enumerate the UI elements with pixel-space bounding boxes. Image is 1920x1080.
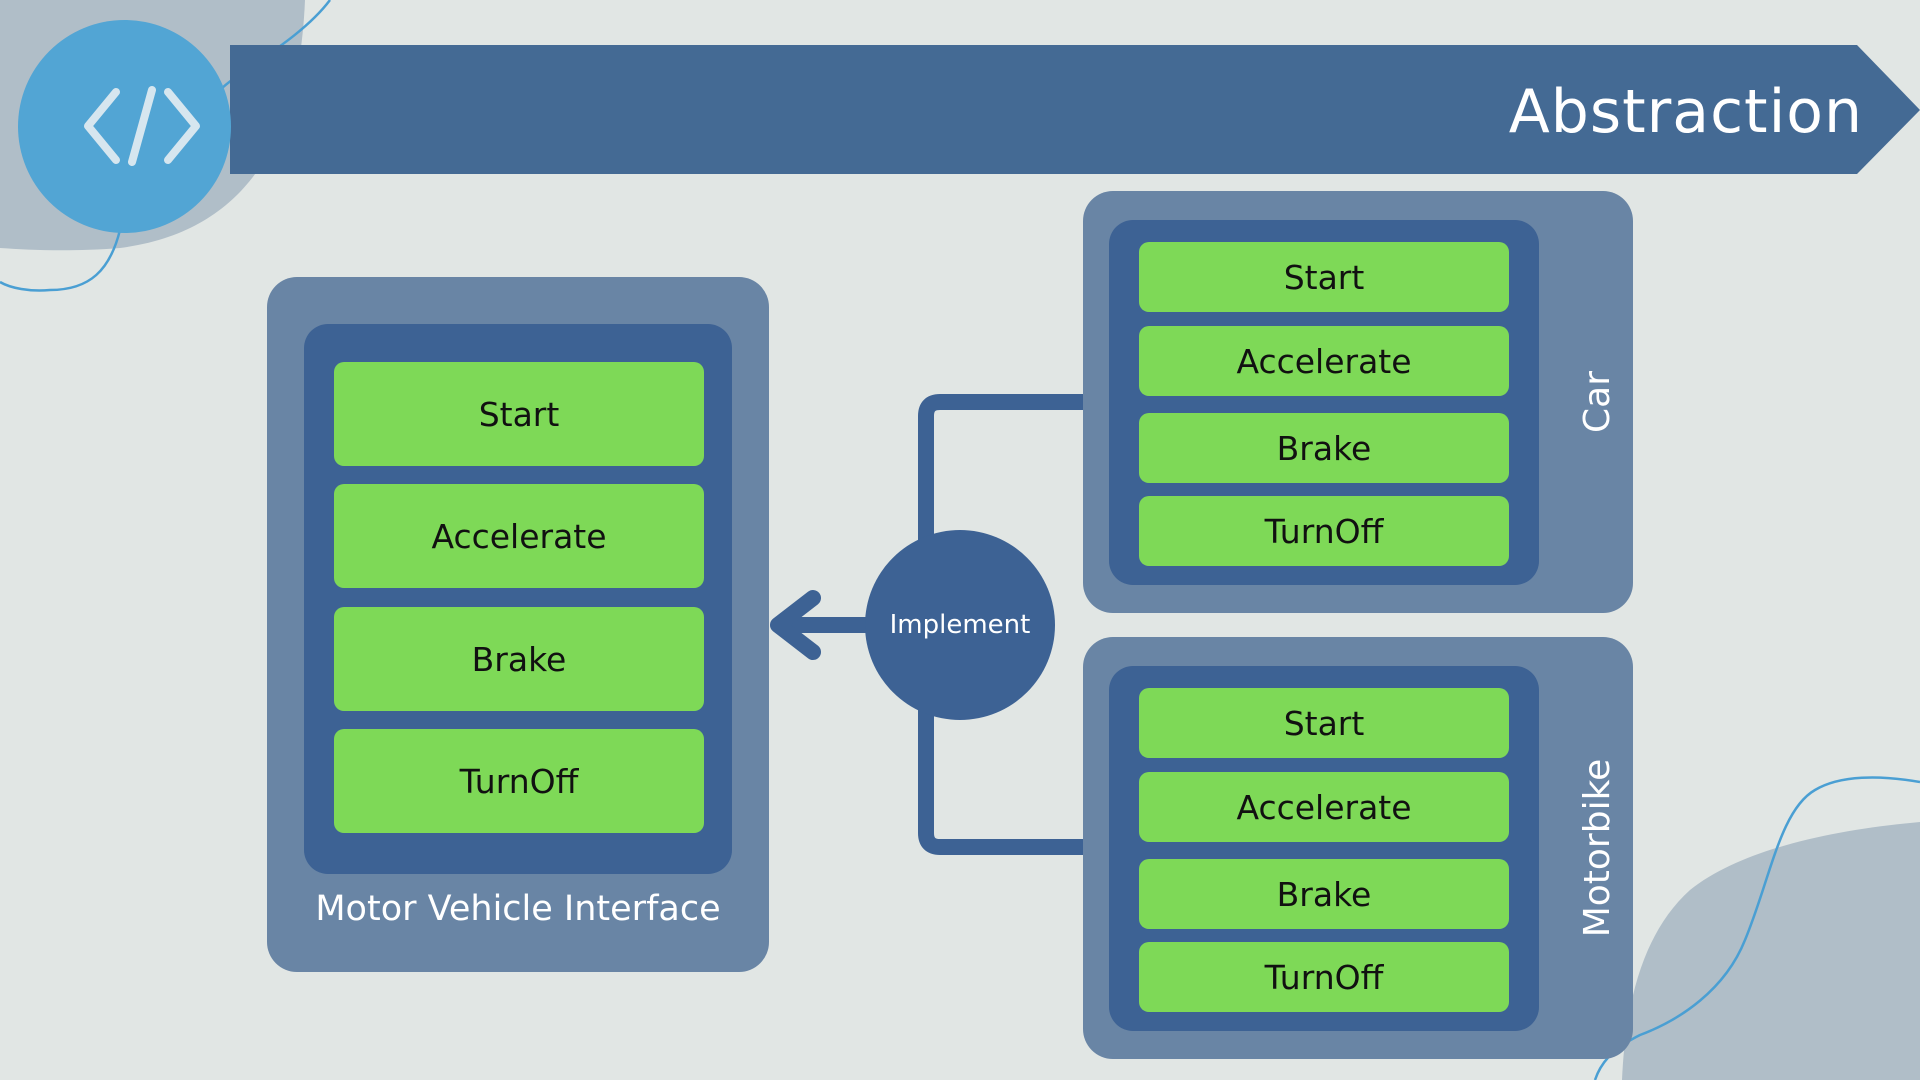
motorbike-label: Motorbike [1577, 758, 1618, 938]
car-label: Car [1577, 371, 1618, 433]
car-method-brake: Brake [1139, 413, 1509, 483]
logo [18, 20, 231, 233]
connector-to-car [918, 394, 1083, 560]
interface-method-start: Start [334, 362, 704, 466]
interface-label: Motor Vehicle Interface [315, 889, 721, 929]
car-method-container: Start Accelerate Brake TurnOff [1109, 220, 1539, 585]
motorbike-method-accelerate: Accelerate [1139, 772, 1509, 842]
car-method-accelerate: Accelerate [1139, 326, 1509, 396]
interface-method-container: Start Accelerate Brake TurnOff [304, 324, 732, 874]
arrow-head-icon [770, 590, 821, 660]
car-method-start: Start [1139, 242, 1509, 312]
bottom-right-curve [1593, 776, 1920, 1080]
motorbike-method-turnoff: TurnOff [1139, 942, 1509, 1012]
motorbike-method-container: Start Accelerate Brake TurnOff [1109, 666, 1539, 1031]
interface-method-turnoff: TurnOff [334, 729, 704, 833]
page-title: Abstraction [1508, 77, 1863, 147]
car-panel: Start Accelerate Brake TurnOff Car [1083, 191, 1633, 613]
car-method-turnoff: TurnOff [1139, 496, 1509, 566]
motorbike-panel: Start Accelerate Brake TurnOff Motorbike [1083, 637, 1633, 1059]
code-brackets-icon [84, 86, 200, 166]
motorbike-method-start: Start [1139, 688, 1509, 758]
interface-method-brake: Brake [334, 607, 704, 711]
motorbike-method-brake: Brake [1139, 859, 1509, 929]
implement-node: Implement [865, 530, 1055, 720]
bottom-right-blob [1622, 822, 1920, 1080]
interface-panel: Start Accelerate Brake TurnOff Motor Veh… [267, 277, 769, 972]
connector-to-motorbike [918, 690, 1083, 855]
interface-method-accelerate: Accelerate [334, 484, 704, 588]
